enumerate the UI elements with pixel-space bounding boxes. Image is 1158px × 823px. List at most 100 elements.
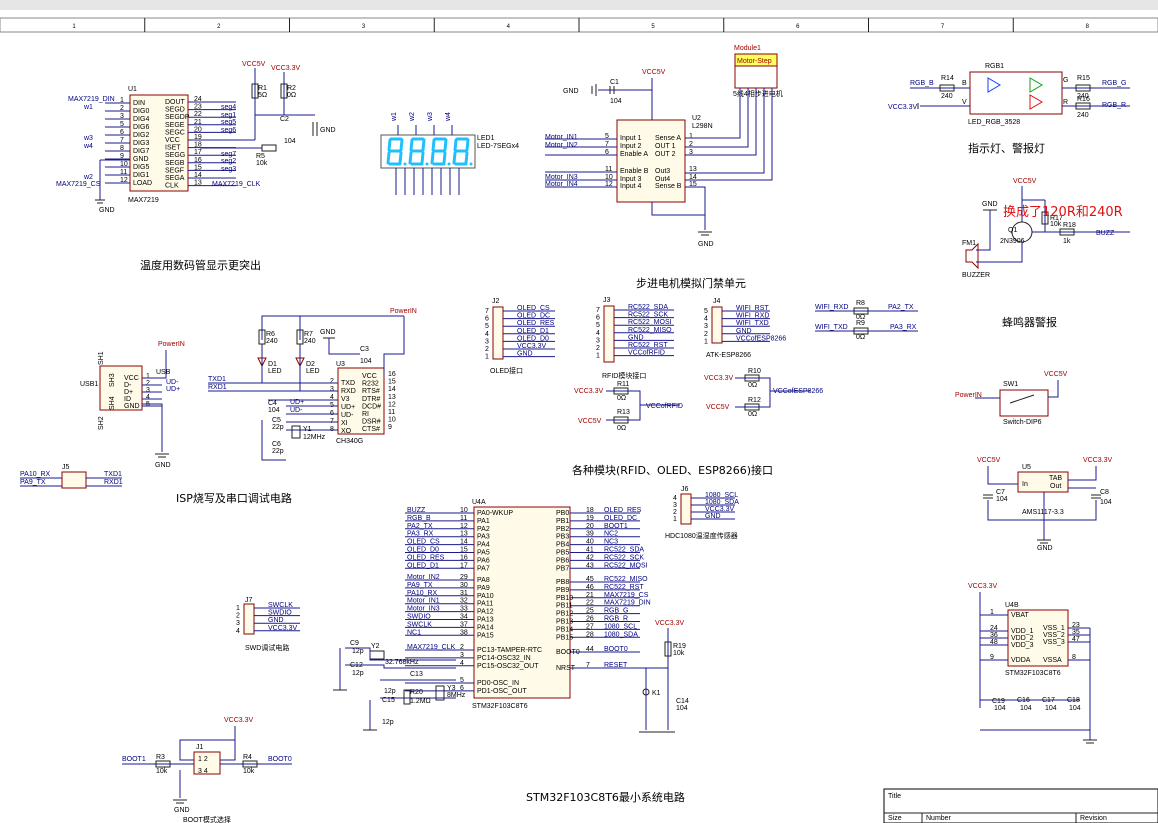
ch-left-pin-v3: V3 xyxy=(341,396,350,403)
segment-bar xyxy=(409,138,414,152)
stm-net-pa3rx: PA3_RX xyxy=(407,531,434,538)
title-display: 温度用数码管显示更突出 xyxy=(140,258,261,272)
max-right-pin-num: 21 xyxy=(194,119,202,126)
k1-ref: K1 xyxy=(652,690,661,697)
stm-pin-pb9: PB9 xyxy=(556,587,569,594)
net-seg6: seg6 xyxy=(221,127,236,134)
stm-net-buzz: BUZZ xyxy=(407,507,426,514)
c17-val: 104 xyxy=(1045,705,1057,712)
stm-right-pin-num: 43 xyxy=(586,562,594,569)
max-left-pin-load: LOAD xyxy=(133,180,152,187)
j2-pin-num: 3 xyxy=(485,338,489,345)
j1-pins-top: 1 2 xyxy=(198,756,208,763)
max-right-pin-clk: CLK xyxy=(165,183,179,190)
r16-val: 240 xyxy=(1077,112,1089,119)
max-left-pin-dig0: DIG0 xyxy=(133,108,149,115)
j1-net-boot0: BOOT0 xyxy=(268,756,292,763)
max-left-pin-num: 2 xyxy=(120,105,124,112)
c4-ref: C4 xyxy=(268,400,277,407)
u4b-left-pin-num: 48 xyxy=(990,639,998,646)
j5-block: J5 PA10_RX PA9_TX TXD1 RXD1 xyxy=(20,464,123,489)
j4-pin-num: 4 xyxy=(704,316,708,323)
j3-net-rc522rst: RC522_RST xyxy=(628,342,668,349)
r6-val: 240 xyxy=(266,338,278,345)
j4-caption: ATK-ESP8266 xyxy=(706,352,751,359)
max-left-pin-dig3: DIG3 xyxy=(133,140,149,147)
buzzer-block: VCC5V R17 10k Q1 2N3906 R18 1k BUZZ GND … xyxy=(962,178,1130,279)
rgb-pin-r: R xyxy=(1063,99,1068,106)
r8-val: 0Ω xyxy=(856,314,865,321)
resistor-r9 xyxy=(853,327,869,335)
j4-net-wifitxd: WIFI_TXD xyxy=(736,320,769,327)
stm-left-pin-num: 5 xyxy=(460,677,464,684)
stm-left-pin-num: 15 xyxy=(460,547,468,554)
u4b-vcc: VCC3.3V xyxy=(968,583,998,590)
net-seg1: seg1 xyxy=(221,112,236,119)
l298-right-pin-num: 14 xyxy=(689,174,697,181)
stm-pin-pa15: PA15 xyxy=(477,632,494,639)
stm-right-pin-num: 20 xyxy=(586,523,594,530)
r9-ref: R9 xyxy=(856,320,865,327)
stm-left-pin-num: 38 xyxy=(460,629,468,636)
ps-vcc5v-a: VCC5V xyxy=(578,418,602,425)
title-block: Title Size Number Revision xyxy=(883,788,1158,823)
stm-right-pin-num: 7 xyxy=(586,662,590,669)
ch-right-pin-num: 16 xyxy=(388,371,396,378)
segment-bar xyxy=(442,151,447,165)
wifi-net-rxd: WIFI_RXD xyxy=(815,304,848,311)
ch-net-udm: UD- xyxy=(290,407,303,414)
stm-left-pin-num: 33 xyxy=(460,606,468,613)
j6-pin-num: 4 xyxy=(673,495,677,502)
stm-right-pin-num: 26 xyxy=(586,616,594,623)
tb-revision: Revision xyxy=(1080,815,1107,822)
ps-net-rfid: VCCofRFID xyxy=(646,403,683,410)
max-right-pin-segd: SEGD xyxy=(165,107,185,114)
stm-net-rgbr: RGB_R xyxy=(604,616,628,623)
stm-net-boot1: BOOT1 xyxy=(604,523,628,530)
stm-left-pin-num: 16 xyxy=(460,554,468,561)
sw1-block: SW1 Switch-DIP6 PowerIN VCC5V xyxy=(955,371,1068,426)
usb-sh3: SH3 xyxy=(109,373,116,387)
q1-ref: Q1 xyxy=(1008,227,1017,234)
segment-bar xyxy=(420,151,425,165)
u4b-pin-vdd1: VDD_1 xyxy=(1011,628,1034,635)
decimal-point xyxy=(403,162,407,166)
j2-pin-num: 1 xyxy=(485,354,489,361)
digit-pin-w4: w4 xyxy=(445,112,452,122)
reset-vcc: VCC3.3V xyxy=(655,620,685,627)
r7-val: 240 xyxy=(304,338,316,345)
r5-val: 10k xyxy=(256,160,268,167)
rgb-pin-v: V xyxy=(962,99,967,106)
buzzer-icon xyxy=(965,242,979,270)
stm-net-motorin3: Motor_IN3 xyxy=(407,606,440,613)
max-right-pin-segb: SEGB xyxy=(165,160,185,167)
stm-net-1080scl: 1080_SCL xyxy=(604,623,637,630)
segment-bar xyxy=(431,138,436,152)
max7219-ref: U1 xyxy=(128,86,137,93)
net-seg3: seg3 xyxy=(221,166,236,173)
stm-net-rgbg: RGB_G xyxy=(604,608,629,615)
d2-val: LED xyxy=(306,368,320,375)
stm-pin-pd1oscout: PD1-OSC_OUT xyxy=(477,688,528,695)
sw1-vcc5v: VCC5V xyxy=(1044,371,1068,378)
max-right-pin-iset: ISET xyxy=(165,145,181,152)
segment-bar xyxy=(398,151,403,165)
stm-pin-pa11: PA11 xyxy=(477,601,493,608)
resistor-r8 xyxy=(853,307,869,315)
max-left-pin-num: 7 xyxy=(120,137,124,144)
j6-caption: HDC1080温湿度传感器 xyxy=(665,531,738,540)
c19-ref: C19 xyxy=(992,698,1005,705)
segment-bar xyxy=(453,138,458,152)
ch-right-pin-r232: R232 xyxy=(362,381,379,388)
net-seg7: seg7 xyxy=(221,151,236,158)
buzzer-gnd: GND xyxy=(982,201,998,208)
c15-ref: C15 xyxy=(382,697,395,704)
stm-pin-boot0: BOOT0 xyxy=(556,649,580,656)
l298-right-pin-num: 3 xyxy=(689,149,693,156)
stm-pin-pb15: PB15 xyxy=(556,634,573,641)
